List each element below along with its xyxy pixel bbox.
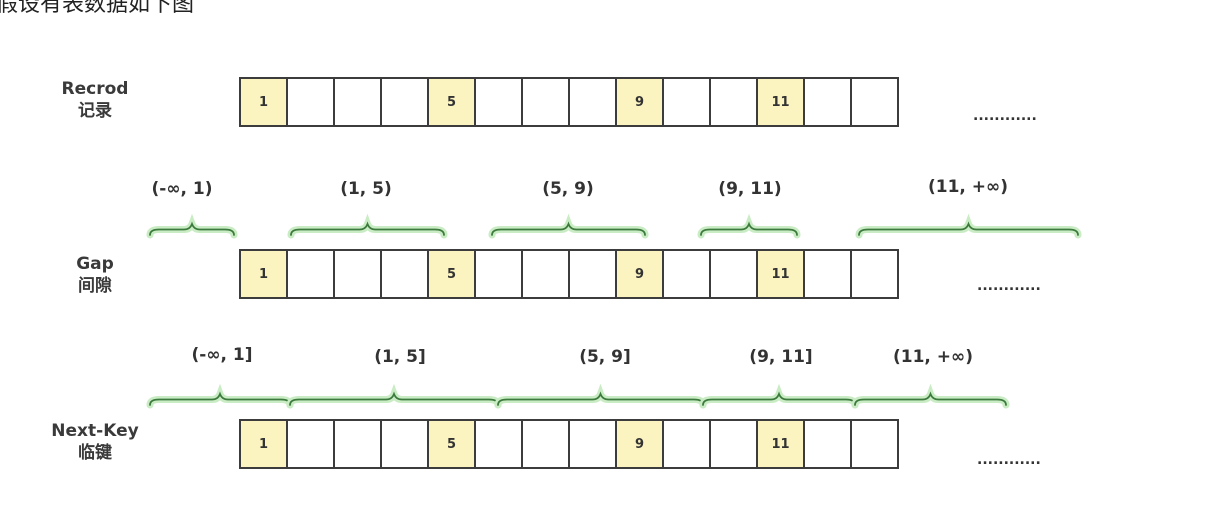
- gap-brace-3: [700, 221, 798, 236]
- gap-cell-4: 5: [427, 249, 476, 299]
- record-cell-9: [662, 77, 711, 127]
- next-key-interval-3: (9, 11]: [749, 347, 813, 367]
- gap-ellipsis: ............: [977, 278, 1041, 294]
- gap-interval-1: (1, 5): [340, 179, 392, 199]
- next-key-cell-2: [333, 419, 382, 469]
- gap-cell-1: [286, 249, 335, 299]
- record-ellipsis: ............: [973, 108, 1037, 124]
- record-cell-13: [850, 77, 899, 127]
- gap-interval-3: (9, 11): [718, 179, 782, 199]
- next-key-row-label: Next-Key 临键: [25, 420, 165, 464]
- gap-cell-2: [333, 249, 382, 299]
- gap-brace-4: [858, 221, 1079, 236]
- next-key-interval-0: (-∞, 1]: [191, 345, 253, 365]
- gap-cell-13: [850, 249, 899, 299]
- gap-brace-2: [491, 221, 646, 236]
- next-key-interval-2: (5, 9]: [579, 347, 631, 367]
- record-cell-8: 9: [615, 77, 664, 127]
- record-row-label: Recrod 记录: [25, 78, 165, 122]
- record-cell-7: [568, 77, 617, 127]
- next-key-brace-0: [149, 391, 291, 406]
- record-cell-10: [709, 77, 758, 127]
- gap-brace-1: [290, 221, 445, 236]
- gap-interval-4: (11, +∞): [928, 177, 1008, 197]
- next-key-label-zh: 临键: [78, 443, 112, 463]
- header-text: 假设有表数据如下图: [0, 0, 195, 17]
- record-label-en: Recrod: [61, 79, 129, 99]
- gap-cell-6: [521, 249, 570, 299]
- next-key-cell-0: 1: [239, 419, 288, 469]
- next-key-label-en: Next-Key: [51, 421, 139, 441]
- gap-row-label: Gap 间隙: [25, 253, 165, 297]
- record-cell-6: [521, 77, 570, 127]
- next-key-brace-1: [289, 391, 499, 406]
- next-key-interval-4: (11, +∞): [893, 347, 973, 367]
- gap-cell-11: 11: [756, 249, 805, 299]
- record-cell-5: [474, 77, 523, 127]
- next-key-brace-3: [702, 391, 856, 406]
- gap-interval-2: (5, 9): [542, 179, 594, 199]
- next-key-cell-13: [850, 419, 899, 469]
- next-key-cell-4: 5: [427, 419, 476, 469]
- next-key-cell-5: [474, 419, 523, 469]
- gap-label-en: Gap: [76, 254, 114, 274]
- next-key-ellipsis: ............: [977, 452, 1041, 468]
- gap-cell-7: [568, 249, 617, 299]
- next-key-cell-10: [709, 419, 758, 469]
- next-key-brace-2: [497, 391, 704, 406]
- next-key-cell-9: [662, 419, 711, 469]
- record-cell-11: 11: [756, 77, 805, 127]
- gap-brace-0: [149, 221, 235, 236]
- gap-cell-3: [380, 249, 429, 299]
- next-key-cell-8: 9: [615, 419, 664, 469]
- gap-interval-0: (-∞, 1): [151, 179, 213, 199]
- gap-label-zh: 间隙: [78, 276, 112, 296]
- record-label-zh: 记录: [78, 101, 112, 121]
- next-key-interval-1: (1, 5]: [374, 347, 426, 367]
- gap-cell-9: [662, 249, 711, 299]
- record-cell-1: [286, 77, 335, 127]
- next-key-brace-4: [854, 391, 1007, 406]
